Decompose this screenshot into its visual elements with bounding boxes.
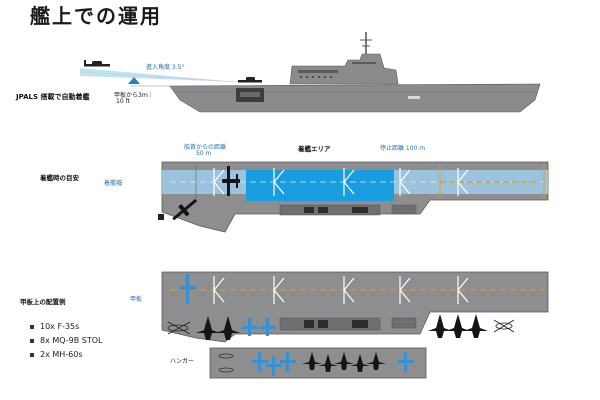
deck-layout-diagram	[161, 271, 549, 343]
landing-deck-diagram	[158, 161, 549, 233]
deck-elevator-strip	[279, 204, 381, 216]
deck-spot-markings	[213, 168, 469, 196]
bow-distance-value: 50 m	[196, 150, 212, 157]
deck-f35-group	[196, 314, 488, 340]
jpals-label: JPALS 搭載で自動着艦	[16, 93, 90, 101]
parked-drone-icon	[172, 198, 198, 221]
stern-helicopter-icon	[493, 319, 515, 333]
page-title: 艦上での運用	[30, 4, 162, 28]
approach-angle-label: 進入角度 3.5°	[146, 64, 185, 71]
approaching-drone-icon	[84, 60, 110, 67]
height-sub-label: 10 ft	[116, 98, 130, 105]
bow-fitting	[158, 214, 164, 220]
glide-path-wedge	[80, 68, 238, 82]
hangar-diagram	[209, 347, 427, 379]
elevator-detail-icons	[304, 207, 368, 213]
bow-distance-label: 船首からの距離	[184, 144, 227, 151]
deck-label: 甲板	[130, 296, 143, 303]
hangar-f35-icons	[302, 352, 386, 372]
landing-section-label: 着艦時の目安	[40, 174, 79, 182]
landing-area	[246, 170, 394, 201]
landing-drone-icon	[222, 166, 240, 196]
glide-path-line	[79, 71, 239, 83]
deck-drone-blue-icon	[180, 274, 196, 304]
hangar-helicopter-icons	[218, 353, 234, 373]
deck-helicopter-icon	[167, 321, 191, 335]
approach-diagram	[79, 32, 541, 113]
deck-drone-blue-pair-icon	[242, 318, 276, 336]
landing-area-label: 着艦エリア	[298, 145, 331, 153]
landed-drone-icon	[238, 77, 262, 83]
stop-distance-label: 停止距離 100 m	[380, 145, 426, 152]
parking-rear-elevator	[391, 317, 417, 329]
approach-marker	[128, 77, 140, 84]
legend-item-f35: 10x F-35s	[30, 322, 79, 331]
legend-item-mq9b: 8x MQ-9B STOL	[30, 336, 103, 345]
hangar-label: ハンガー	[170, 358, 195, 365]
parking-elevator-icons	[304, 320, 368, 328]
legend-item-mh60: 2x MH-60s	[30, 350, 83, 359]
hangar-drone-icons	[252, 352, 414, 376]
ship-profile	[130, 32, 541, 113]
landing-width-label: 着艦幅	[104, 180, 123, 187]
deck-section-label: 甲板上の配置例	[20, 298, 66, 306]
parking-spot-markings	[213, 276, 469, 304]
height-label: 甲板から3ｍ｜	[114, 92, 154, 99]
rear-elevator	[391, 204, 417, 215]
